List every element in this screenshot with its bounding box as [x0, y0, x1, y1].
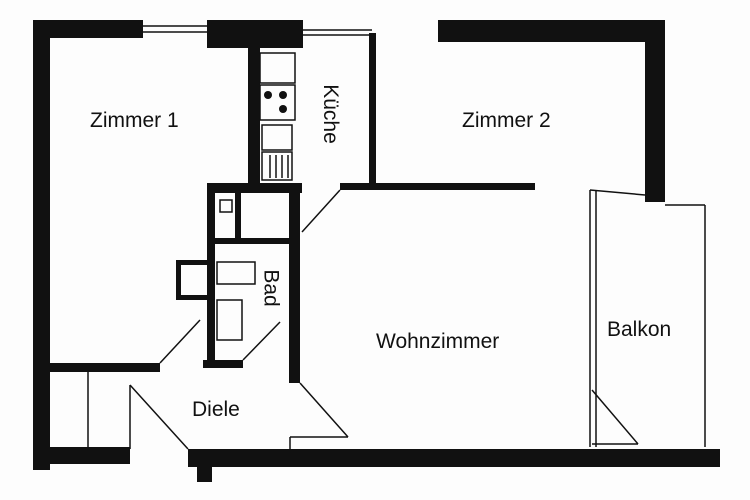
wall-top-middle [207, 20, 303, 48]
room-label-zimmer1: Zimmer 1 [90, 109, 179, 132]
wall-bottom-left [33, 447, 130, 464]
toilet [219, 199, 233, 213]
walls [33, 20, 720, 482]
washbasin [216, 261, 256, 285]
thin-lines [87, 25, 706, 450]
room-label-bad: Bad [259, 269, 283, 307]
wall-bottom [188, 449, 720, 467]
bathtub [216, 299, 243, 341]
room-label-balkon: Balkon [607, 318, 672, 341]
shaft-top [176, 260, 208, 265]
room-label-zimmer2: Zimmer 2 [462, 109, 551, 132]
drainboard [261, 151, 293, 181]
room-label-diele: Diele [192, 398, 240, 421]
stove [259, 84, 296, 121]
wall-kitchen-zimmer2 [369, 33, 376, 185]
wall-bad-inner [215, 238, 290, 244]
wall-zimmer2-bottom [340, 183, 535, 190]
wall-bad-bottom [203, 360, 243, 368]
wall-right [645, 20, 665, 202]
room-label-kueche: Küche [318, 84, 342, 144]
shaft-left [176, 260, 181, 300]
counter [259, 52, 296, 84]
wall-bad-top [207, 183, 302, 193]
shaft-bottom [176, 295, 208, 300]
wall-top-right [438, 20, 665, 42]
wall-bad-right [289, 183, 300, 383]
room-label-wohnzimmer: Wohnzimmer [376, 330, 500, 353]
sink [261, 124, 293, 151]
wall-left [33, 20, 50, 470]
wall-stub [197, 449, 212, 482]
stove-burners [264, 91, 287, 113]
wall-bad-inner2 [235, 190, 241, 240]
wall-zimmer1-bottom [50, 363, 160, 372]
wall-bad-left [207, 183, 215, 363]
wall-kitchen [248, 48, 260, 185]
wall-top-left [33, 20, 143, 38]
